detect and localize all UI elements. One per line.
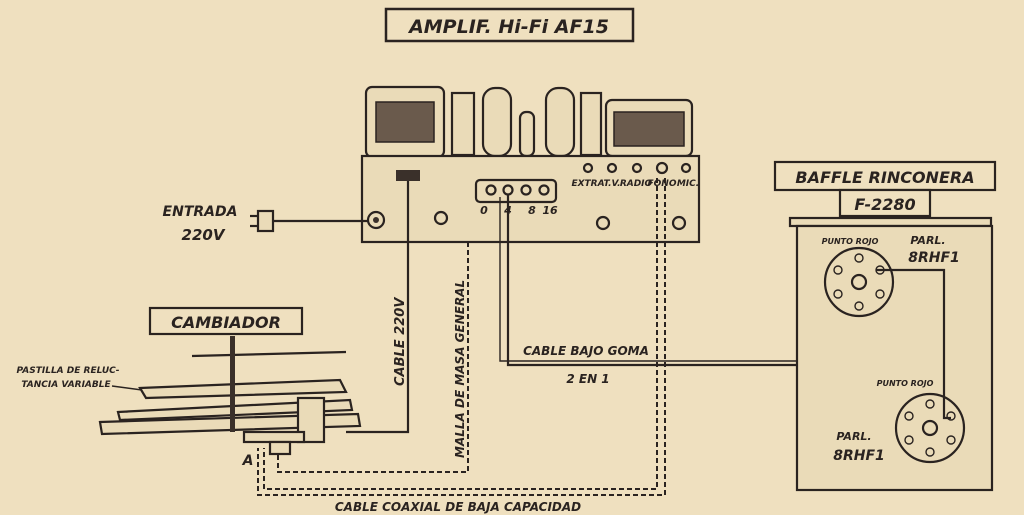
cambiador-title-box — [148, 306, 304, 336]
speaker-2-punto-rojo: PUNTO ROJO — [877, 379, 934, 388]
tube-2 — [518, 110, 536, 158]
speaker-interconnect — [876, 268, 951, 420]
speaker-1: PUNTO ROJO PARL. 8RHF1 — [822, 234, 960, 318]
cambiador-title: CAMBIADOR — [171, 313, 281, 332]
input-jack-fono — [655, 161, 669, 175]
knob-1 — [433, 210, 449, 226]
capacitor-right — [579, 91, 603, 157]
tube-3 — [544, 86, 576, 158]
dos-en-uno-label: 2 EN 1 — [566, 372, 609, 386]
speaker-2: PUNTO ROJO PARL. 8RHF1 — [833, 379, 966, 464]
tap-0-label: 0 — [480, 204, 488, 217]
input-jack-mic — [680, 162, 692, 174]
input-label-tv: T.V. — [603, 179, 620, 189]
baffle: BAFFLE RINCONERA F-2280 PUNTO ROJO PARL.… — [773, 160, 997, 492]
input-jack-extra — [582, 162, 594, 174]
bajo-goma-label: CABLE BAJO GOMA — [523, 344, 649, 358]
speaker-1-parl: PARL. — [910, 234, 945, 247]
input-jack-radio — [631, 162, 643, 174]
speaker-1-model: 8RHF1 — [908, 250, 960, 266]
input-label-extra: EXTRA — [571, 179, 604, 189]
point-a-label: A — [242, 453, 254, 469]
mains-plug-icon — [256, 209, 275, 233]
input-jack-tv — [606, 162, 618, 174]
speaker-2-model: 8RHF1 — [833, 448, 885, 464]
entrada-voltage-label: 220V — [182, 226, 226, 244]
baffle-cabinet — [795, 224, 994, 492]
coaxial-cable-b — [257, 178, 666, 496]
speaker-tap-strip — [474, 178, 558, 204]
coaxial-cable-a — [263, 178, 658, 490]
amplifier: 0 4 8 16 EXTRA T.V. RADIO FONO MIC. — [360, 85, 701, 244]
tube-1 — [481, 86, 513, 158]
pickup-label-2: TANCIA VARIABLE — [21, 380, 111, 390]
tap-16-label: 16 — [542, 204, 558, 217]
tap-8-label: 8 — [528, 204, 536, 217]
input-label-fono: FONO — [648, 179, 677, 189]
power-switch — [396, 170, 420, 181]
junction-a — [268, 440, 292, 456]
input-label-radio: RADIO — [620, 179, 653, 189]
baffle-top — [788, 216, 993, 228]
ground-braid — [277, 242, 469, 473]
title-box: AMPLIF. Hi-Fi AF15 — [384, 7, 635, 43]
filter-capacitor — [450, 91, 476, 157]
tonearm — [138, 378, 348, 400]
record-changer: CAMBIADOR PASTILLA DE RELUC- TANCIA VARI… — [17, 306, 362, 469]
knob-3 — [671, 215, 687, 231]
cable-220v-label: CABLE 220V — [393, 297, 408, 386]
entrada-label: ENTRADA — [163, 204, 238, 220]
spindle — [230, 336, 235, 432]
mains-input: ENTRADA 220V — [163, 204, 368, 244]
baffle-title: BAFFLE RINCONERA — [795, 168, 974, 187]
input-label-mic: MIC. — [677, 179, 699, 189]
transformer-right-core — [613, 111, 685, 147]
coaxial-label: CABLE COAXIAL DE BAJA CAPACIDAD — [335, 500, 581, 514]
transformer-left-core — [375, 101, 435, 143]
pickup-label-1: PASTILLA DE RELUC- — [17, 366, 120, 376]
speaker-2-parl: PARL. — [836, 430, 871, 443]
malla-label: MALLA DE MASA GENERAL — [453, 280, 467, 458]
speaker-1-punto-rojo: PUNTO ROJO — [822, 237, 879, 246]
baffle-model: F-2280 — [854, 195, 915, 214]
diagram-title: AMPLIF. Hi-Fi AF15 — [407, 16, 609, 38]
cable-220v — [346, 181, 410, 434]
knob-2 — [595, 215, 611, 231]
